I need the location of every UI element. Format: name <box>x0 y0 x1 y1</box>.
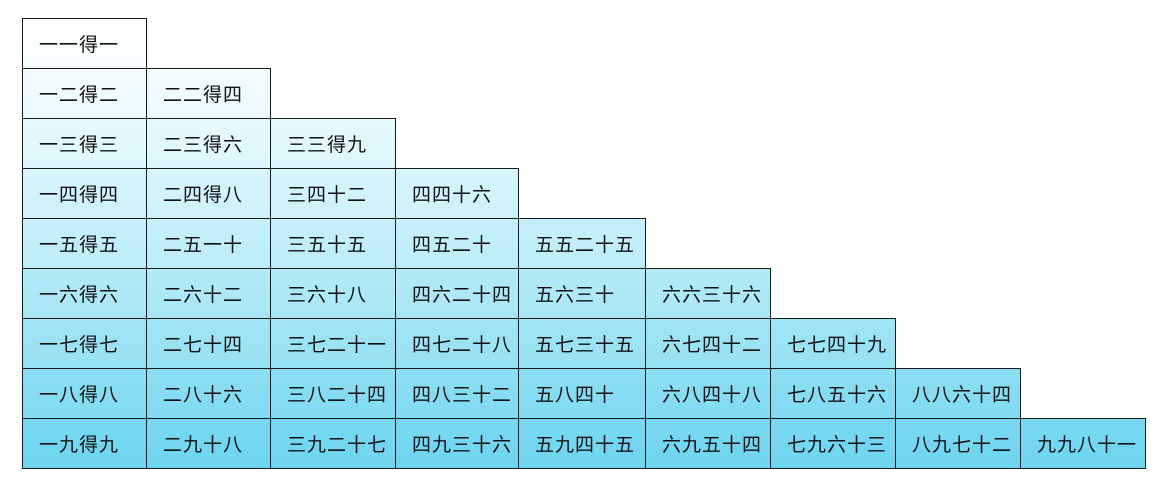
table-cell: 二八十六 <box>146 368 271 419</box>
table-cell: 二三得六 <box>146 118 271 169</box>
table-cell: 三四十二 <box>270 168 396 219</box>
table-cell: 二九十八 <box>146 418 271 469</box>
table-cell: 一一得一 <box>22 18 147 69</box>
table-cell: 四八三十二 <box>395 368 519 419</box>
table-row: 一五得五 二五一十 三五十五 四五二十 五五二十五 <box>22 218 1146 269</box>
table-row: 一八得八 二八十六 三八二十四 四八三十二 五八四十 六八四十八 七八五十六 八… <box>22 368 1146 419</box>
table-cell: 二六十二 <box>146 268 271 319</box>
table-cell: 七九六十三 <box>770 418 896 469</box>
table-cell: 四五二十 <box>395 218 519 269</box>
table-cell: 七八五十六 <box>770 368 896 419</box>
table-cell: 三三得九 <box>270 118 396 169</box>
table-cell: 一二得二 <box>22 68 147 119</box>
table-row: 一三得三 二三得六 三三得九 <box>22 118 1146 169</box>
table-cell: 九九八十一 <box>1020 418 1146 469</box>
table-cell: 六八四十八 <box>645 368 771 419</box>
table-cell: 四七二十八 <box>395 318 519 369</box>
multiplication-table: 一一得一 一二得二 二二得四 一三得三 二三得六 三三得九 一四得四 二四得八 … <box>22 18 1146 469</box>
table-cell: 一三得三 <box>22 118 147 169</box>
table-cell: 五六三十 <box>518 268 646 319</box>
table-cell: 二二得四 <box>146 68 271 119</box>
table-cell: 六九五十四 <box>645 418 771 469</box>
table-cell: 七七四十九 <box>770 318 896 369</box>
table-cell: 五七三十五 <box>518 318 646 369</box>
table-cell: 五八四十 <box>518 368 646 419</box>
table-cell: 八九七十二 <box>895 418 1021 469</box>
table-cell: 二四得八 <box>146 168 271 219</box>
table-cell: 三九二十七 <box>270 418 396 469</box>
table-row: 一一得一 <box>22 18 1146 69</box>
table-cell: 八八六十四 <box>895 368 1021 419</box>
table-cell: 六七四十二 <box>645 318 771 369</box>
table-cell: 三五十五 <box>270 218 396 269</box>
table-cell: 一四得四 <box>22 168 147 219</box>
table-row: 一二得二 二二得四 <box>22 68 1146 119</box>
table-cell: 五九四十五 <box>518 418 646 469</box>
table-cell: 一八得八 <box>22 368 147 419</box>
table-cell: 一九得九 <box>22 418 147 469</box>
table-cell: 二五一十 <box>146 218 271 269</box>
table-cell: 二七十四 <box>146 318 271 369</box>
table-cell: 一六得六 <box>22 268 147 319</box>
table-row: 一七得七 二七十四 三七二十一 四七二十八 五七三十五 六七四十二 七七四十九 <box>22 318 1146 369</box>
table-cell: 三七二十一 <box>270 318 396 369</box>
table-cell: 一七得七 <box>22 318 147 369</box>
table-cell: 一五得五 <box>22 218 147 269</box>
table-cell: 三六十八 <box>270 268 396 319</box>
table-row: 一六得六 二六十二 三六十八 四六二十四 五六三十 六六三十六 <box>22 268 1146 319</box>
table-cell: 四六二十四 <box>395 268 519 319</box>
table-cell: 六六三十六 <box>645 268 771 319</box>
table-cell: 三八二十四 <box>270 368 396 419</box>
table-cell: 四四十六 <box>395 168 519 219</box>
table-row: 一九得九 二九十八 三九二十七 四九三十六 五九四十五 六九五十四 七九六十三 … <box>22 418 1146 469</box>
table-row: 一四得四 二四得八 三四十二 四四十六 <box>22 168 1146 219</box>
table-cell: 四九三十六 <box>395 418 519 469</box>
table-cell: 五五二十五 <box>518 218 646 269</box>
